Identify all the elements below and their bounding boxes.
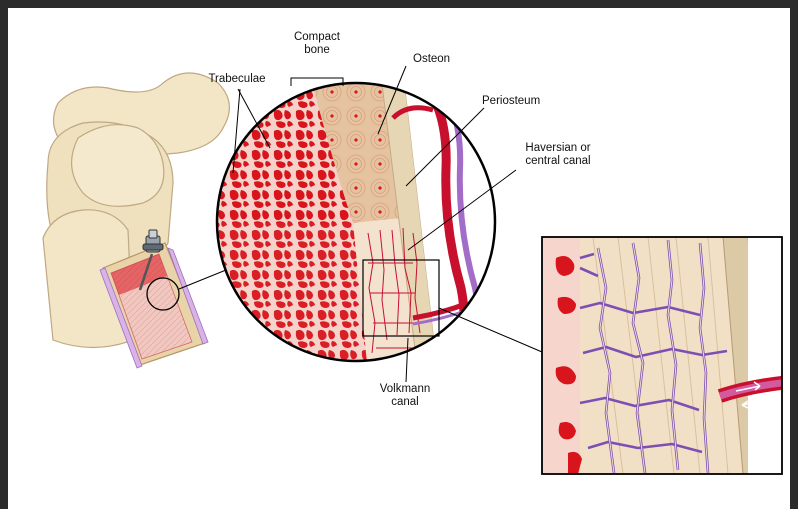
label-compact-bone-line1: Compact <box>285 31 349 44</box>
label-volkmann-canal: Volkmann canal <box>373 383 437 409</box>
bone-cross-section-circle <box>213 68 542 373</box>
diagram-canvas: Compact bone Trabeculae Osteon Periosteu… <box>8 8 790 509</box>
label-haversian-line2: central canal <box>513 155 603 168</box>
zoomed-detail-box <box>542 237 790 474</box>
label-osteon: Osteon <box>413 53 463 66</box>
label-volkmann-line2: canal <box>373 396 437 409</box>
label-haversian-canal: Haversian or central canal <box>513 142 603 168</box>
label-trabeculae: Trabeculae <box>202 73 272 86</box>
label-periosteum: Periosteum <box>482 95 562 108</box>
label-compact-bone: Compact bone <box>285 31 349 57</box>
label-haversian-line1: Haversian or <box>513 142 603 155</box>
label-volkmann-line1: Volkmann <box>373 383 437 396</box>
label-compact-bone-line2: bone <box>285 44 349 57</box>
knee-joint-illustration <box>43 73 229 368</box>
